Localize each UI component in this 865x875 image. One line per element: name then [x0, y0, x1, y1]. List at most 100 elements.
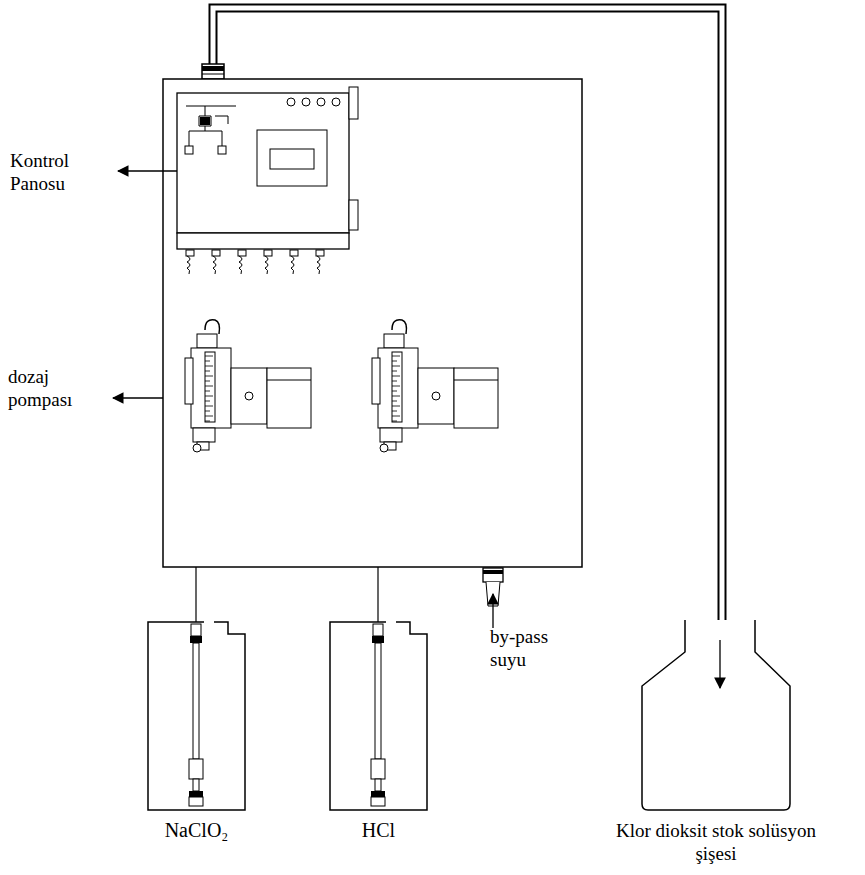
drawing-stroke [375, 643, 381, 759]
container-outline [330, 622, 427, 810]
drawing-stroke [317, 256, 320, 274]
drawing-stroke [372, 358, 380, 404]
drawing-stroke [373, 624, 383, 636]
drawing-stroke [392, 411, 397, 412]
drawing-stroke [371, 797, 385, 806]
drawing-stroke [371, 791, 385, 797]
drawing-stroke [375, 779, 381, 791]
part-label: Kontrol Panosu [10, 150, 110, 196]
container-label: Klor dioksit stok solüsyon şişesi [596, 820, 836, 866]
drawing-stroke [291, 256, 294, 274]
drawing-stroke [418, 368, 454, 424]
drawing-stroke [380, 428, 402, 442]
drawing-stroke [392, 361, 397, 362]
drawing-stroke [378, 348, 418, 428]
drawing-stroke [205, 352, 215, 422]
container-label: NaClO₂ [148, 818, 245, 842]
drawing-stroke [245, 392, 253, 400]
drawing-stroke [193, 444, 201, 452]
drawing-stroke [290, 250, 298, 256]
stock-bottle: Klor dioksit stok solüsyon şişesi [596, 612, 836, 866]
drawing-stroke [202, 74, 224, 75]
drawing-stroke [205, 406, 213, 407]
drawing-stroke [384, 334, 404, 348]
drawing-stroke [332, 98, 340, 106]
drawing-stroke [205, 411, 210, 412]
drawing-stroke [205, 376, 213, 377]
drawing-stroke [186, 250, 194, 256]
drawing-stroke [349, 200, 358, 230]
drawing-stroke [371, 624, 385, 806]
drawing-stroke [212, 250, 220, 256]
drawing-stroke [193, 779, 199, 791]
container-outline [148, 622, 245, 810]
drawing-stroke [377, 567, 378, 624]
drawing-stroke [193, 643, 199, 759]
drawing-stroke [186, 106, 236, 146]
drawing-stroke [163, 79, 582, 567]
drawing-stroke [392, 320, 407, 334]
drawing-stroke [392, 381, 397, 382]
drawing-stroke [205, 371, 210, 372]
drawing-stroke [483, 570, 503, 574]
drawing-stroke [191, 624, 201, 636]
drawing-stroke [197, 334, 217, 348]
drawing-stroke [205, 356, 213, 357]
drawing-stroke [185, 358, 193, 404]
drawing-stroke [270, 149, 314, 169]
drawing-stroke [392, 371, 397, 372]
drawing-stroke [195, 567, 196, 624]
drawing-stroke [200, 117, 210, 125]
drawing-stroke [205, 366, 213, 367]
drawing-stroke [205, 386, 213, 387]
drawing-stroke [213, 256, 216, 274]
drawing-stroke [392, 406, 400, 407]
drawing-stroke [392, 421, 397, 422]
drawing-stroke [187, 256, 190, 274]
drawing-stroke [432, 392, 440, 400]
drawing-stroke [189, 759, 203, 779]
drawing-stroke [317, 98, 325, 106]
drawing-stroke [302, 98, 310, 106]
drawing-stroke [205, 396, 213, 397]
drawing-stroke [205, 416, 213, 417]
drawing-stroke [189, 791, 203, 797]
drawing-stroke [238, 250, 246, 256]
drawing-stroke [316, 250, 324, 256]
drawing-stroke [205, 391, 210, 392]
drawing-stroke [392, 416, 400, 417]
drawing-stroke [267, 368, 311, 428]
drawing-stroke [231, 368, 267, 424]
drawing-stroke [380, 444, 388, 452]
drawing-stroke [492, 594, 493, 628]
drawing-stroke [257, 130, 327, 186]
drawing-stroke [185, 320, 311, 452]
drawing-stroke [371, 759, 385, 779]
drawing-stroke [191, 348, 231, 428]
drawing-stroke [202, 66, 224, 71]
drawing-stroke [205, 381, 210, 382]
drawing-stroke [218, 146, 226, 154]
drawing-stroke [392, 356, 400, 357]
drawing-stroke [205, 421, 210, 422]
drawing-stroke [392, 391, 397, 392]
chemical-container: HCl [330, 622, 427, 842]
drawing-stroke [202, 64, 224, 79]
drawing-stroke [189, 797, 203, 806]
drawing-stroke [265, 256, 268, 274]
drawing-stroke [392, 352, 402, 422]
container-label: HCl [330, 818, 427, 842]
drawing-stroke [113, 397, 163, 398]
part-label: dozaj pompası [8, 366, 108, 412]
drawing-stroke [642, 620, 790, 810]
drawing-stroke [264, 250, 272, 256]
drawing-stroke [392, 366, 400, 367]
drawing-stroke [177, 93, 349, 233]
drawing-stroke [454, 380, 498, 381]
drawing-stroke [118, 170, 177, 171]
drawing-stroke [719, 640, 720, 688]
drawing-stroke [392, 376, 400, 377]
drawing-stroke [330, 622, 427, 810]
drawing-stroke [177, 233, 349, 249]
